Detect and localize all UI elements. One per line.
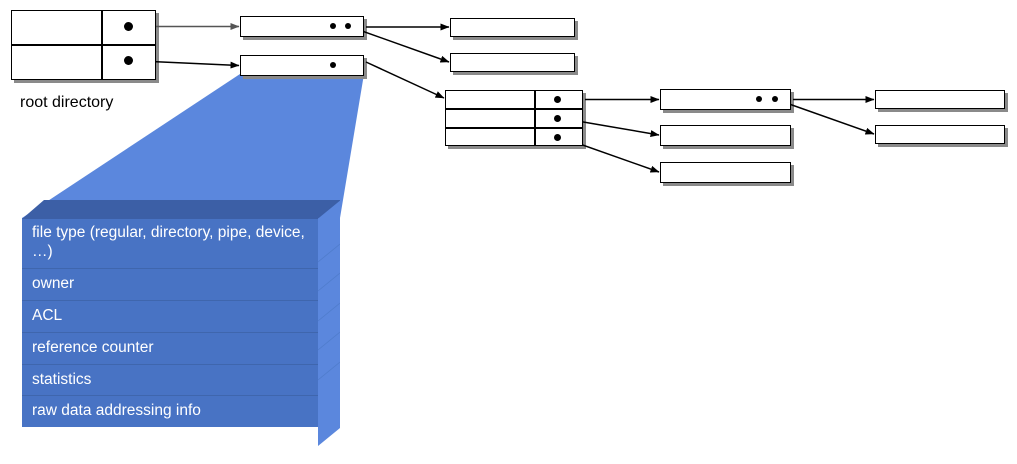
home-directory-row-divider-2: [445, 127, 583, 129]
root-entry-pointer-etc: [124, 22, 133, 31]
ann-inode-pointer-1: [756, 96, 762, 102]
etc-raw-block-1: [450, 18, 575, 37]
arrow-ann-inode-ptr2-to-raw-block-2: [774, 98, 875, 135]
home-directory-row-divider-1: [445, 108, 583, 110]
home-directory-table: [445, 90, 583, 146]
home-entry-pointer-bob: [554, 115, 561, 122]
home-inode-pointer-1: [330, 62, 336, 68]
inode-block-right-face: [318, 200, 340, 446]
ann-raw-block-1: [875, 90, 1005, 109]
home-entry-pointer-chris: [554, 134, 561, 141]
home-directory-column-divider: [534, 90, 536, 146]
ann-raw-block-2: [875, 125, 1005, 144]
ann-inode-pointer-2: [772, 96, 778, 102]
root-directory-row-divider: [11, 44, 156, 46]
inode-field-reference-counter: reference counter: [22, 333, 318, 365]
inode-block-front-face: file type (regular, directory, pipe, dev…: [22, 218, 318, 428]
inode-field-owner: owner: [22, 269, 318, 301]
home-entry-pointer-ann: [554, 96, 561, 103]
root-entry-pointer-home: [124, 56, 133, 65]
inode-field-file-type: file type (regular, directory, pipe, dev…: [22, 218, 318, 269]
ann-inode-box: [660, 89, 791, 110]
arrow-etc-inode-ptr2-to-raw-block-2: [347, 25, 450, 63]
perspective-cone: [22, 74, 364, 218]
inode-block-top-face: [22, 200, 340, 219]
etc-inode-box: [240, 16, 364, 37]
inode-detail-block: file type (regular, directory, pipe, dev…: [22, 200, 340, 464]
etc-inode-pointer-1: [330, 23, 336, 29]
arrow-home-inode-to-home-directory: [365, 61, 445, 99]
etc-raw-block-2: [450, 53, 575, 72]
etc-inode-pointer-2: [345, 23, 351, 29]
root-directory-caption: root directory: [20, 94, 114, 111]
inode-field-acl: ACL: [22, 301, 318, 333]
inode-field-statistics: statistics: [22, 365, 318, 397]
inode-field-raw-data-addressing-info: raw data addressing info: [32, 402, 201, 420]
chris-inode-box: [660, 162, 791, 183]
bob-inode-box: [660, 125, 791, 146]
home-inode-box: [240, 55, 364, 76]
